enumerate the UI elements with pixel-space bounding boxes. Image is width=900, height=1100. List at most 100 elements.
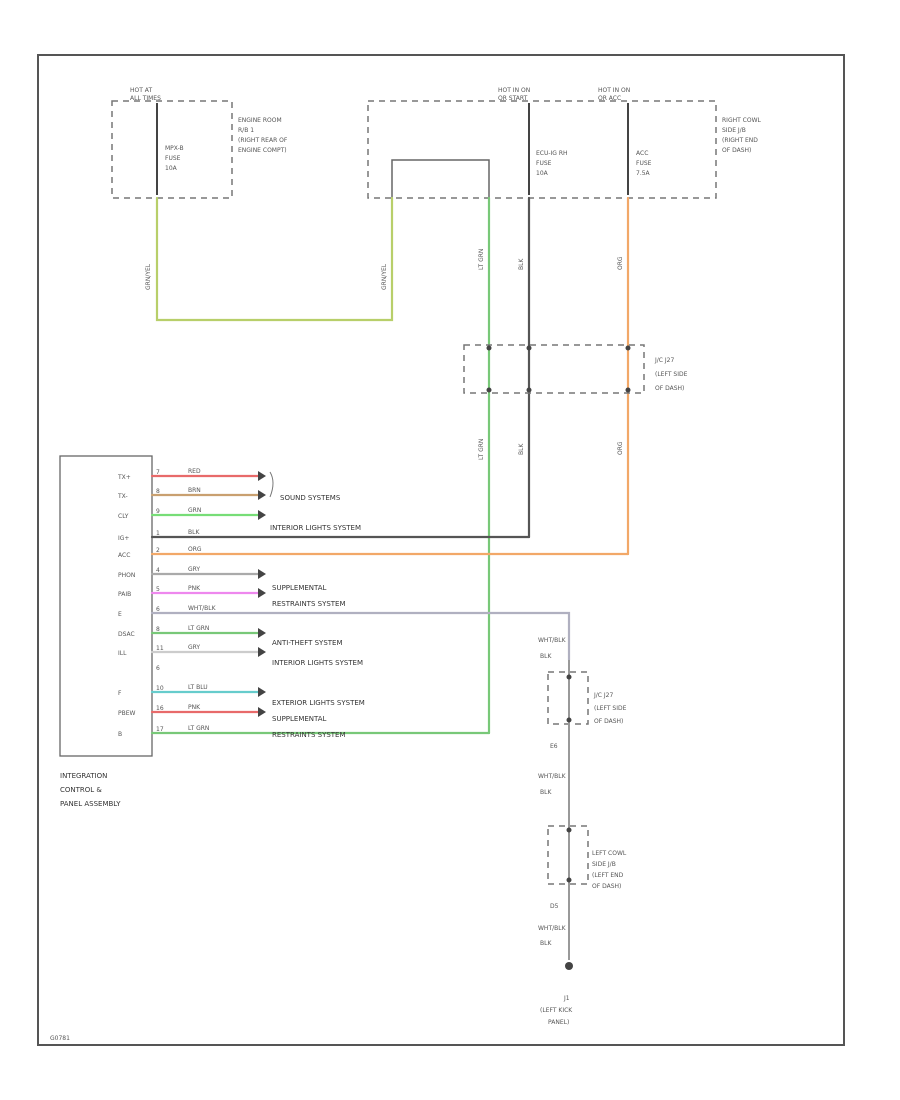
wire-color-label: LT GRN: [188, 625, 209, 632]
module-pin-label: ILL: [118, 650, 127, 657]
wire-color-label: PNK: [188, 704, 201, 711]
module-outline: [59, 455, 153, 757]
arrow-terminal: [258, 490, 266, 500]
wire-color-label: LT BLU: [188, 684, 208, 691]
module-pin-label: F: [118, 690, 122, 697]
module-pin-number: 7: [156, 469, 160, 476]
integration-control-panel-module: TX+7TX-8CLY9IG+1ACC2PHON4PAIB5E6DSAC8ILL…: [59, 455, 164, 808]
module-pin-number: 17: [156, 726, 164, 733]
module-pin-label: PHON: [118, 572, 135, 579]
arrow-terminal: [258, 707, 266, 717]
ground-wire-blk-1: BLK: [540, 653, 552, 660]
arrow-terminal: [258, 647, 266, 657]
module-pin-number: 8: [156, 626, 160, 633]
engine-room-fuse-box: HOT AT ALL TIMES MPX-B FUSE 10A ENGINE R…: [111, 87, 288, 199]
sound-systems-label: SOUND SYSTEMS: [280, 494, 341, 502]
wire-label-gy-1: GRN/YEL: [145, 263, 152, 290]
module-pin-number: 2: [156, 547, 160, 554]
junction-connector-upper: J/C J27 (LEFT SIDE OF DASH): [463, 344, 688, 394]
interior-lights-label-1: INTERIOR LIGHTS SYSTEM: [270, 524, 361, 532]
wire-label-org-1: ORG: [617, 256, 624, 270]
module-name-2: CONTROL &: [60, 786, 102, 794]
mpx-b-fuse-name: MPX-B: [165, 145, 184, 152]
right-cowl-fuse-box: HOT IN ON OR START HOT IN ON OR ACC ECU-…: [367, 87, 762, 199]
ecu-ig-fuse-name: ECU-IG RH: [536, 150, 568, 157]
jc-upper-label-3: OF DASH): [655, 385, 684, 392]
mpx-b-fuse-word: FUSE: [165, 155, 181, 162]
module-pin-number: 6: [156, 665, 160, 672]
right-cowl-location-3: (RIGHT END: [722, 137, 758, 144]
arrow-terminal: [258, 687, 266, 697]
ground-wire-blk-2: BLK: [540, 789, 552, 796]
wire-color-label: BLK: [188, 529, 200, 536]
jc-lower-label-1: J/C J27: [593, 692, 613, 699]
acc-fuse-name: ACC: [636, 150, 648, 157]
arrow-terminal: [258, 628, 266, 638]
jc-upper-label-2: (LEFT SIDE: [655, 371, 688, 378]
module-pin-number: 8: [156, 488, 160, 495]
wire-color-label: BRN: [188, 487, 201, 494]
engine-room-location-4: ENGINE COMPT): [238, 147, 287, 154]
diagram-frame: [37, 54, 845, 1046]
hot-in-on-acc-label-1: HOT IN ON: [598, 87, 630, 94]
sound-bracket: [269, 471, 274, 498]
ground-name-1: J1: [563, 995, 570, 1002]
wire-color-label: RED: [188, 468, 201, 475]
module-pin-label: TX+: [117, 474, 131, 481]
ground-name-2: (LEFT KICK: [540, 1007, 573, 1014]
srs-label-2a: SUPPLEMENTAL: [272, 715, 327, 723]
junction-dot: [625, 387, 631, 393]
engine-room-location-1: ENGINE ROOM: [238, 117, 282, 124]
hot-in-on-start-label-2: OR START: [498, 95, 528, 102]
arrow-terminal: [258, 569, 266, 579]
wire-label-blk-2: BLK: [518, 443, 525, 455]
ground-point-icon: [565, 962, 573, 970]
module-pin-number: 16: [156, 705, 164, 712]
wire-label-org-2: ORG: [617, 441, 624, 455]
right-cowl-fuse-box-outline: [367, 100, 717, 199]
jc-lower-label-3: OF DASH): [594, 718, 623, 725]
engine-room-fuse-box-outline: [111, 100, 233, 199]
anti-theft-label: ANTI-THEFT SYSTEM: [272, 639, 343, 647]
jc-lower-label-2: (LEFT SIDE: [594, 705, 627, 712]
acc-fuse-rating: 7.5A: [636, 170, 651, 177]
right-cowl-location-1: RIGHT COWL: [722, 117, 762, 124]
wire-color-label: ORG: [188, 546, 202, 553]
left-cowl-label-4: OF DASH): [592, 883, 621, 890]
right-cowl-location-2: SIDE J/B: [722, 127, 746, 134]
wire-color-label: PNK: [188, 585, 201, 592]
wire-label-ltgrn-1: LT GRN: [478, 249, 485, 270]
ground-connector-2: D5: [550, 903, 559, 910]
wire-color-label: GRY: [188, 566, 200, 573]
ecu-ig-fuse-word: FUSE: [536, 160, 552, 167]
hot-in-on-start-label-1: HOT IN ON: [498, 87, 530, 94]
module-pin-label: ACC: [118, 552, 130, 559]
junction-dot: [566, 674, 572, 680]
arrow-terminal: [258, 588, 266, 598]
interior-lights-label-2: INTERIOR LIGHTS SYSTEM: [272, 659, 363, 667]
ground-wire-label-3: WHT/BLK: [538, 925, 567, 932]
engine-room-location-3: (RIGHT REAR OF: [238, 137, 288, 144]
arrow-terminal: [258, 471, 266, 481]
module-pin-label: TX-: [117, 493, 128, 500]
right-cowl-location-4: OF DASH): [722, 147, 751, 154]
arrow-terminal: [258, 510, 266, 520]
acc-fuse-word: FUSE: [636, 160, 652, 167]
module-pin-label: IG+: [118, 535, 129, 542]
left-cowl-jb-outline: [547, 825, 589, 885]
srs-label-1b: RESTRAINTS SYSTEM: [272, 600, 346, 608]
module-wires: [150, 474, 630, 735]
module-pin-label: PBEW: [118, 710, 136, 717]
wire-color-label: WHT/BLK: [188, 605, 217, 612]
module-pin-number: 10: [156, 685, 164, 692]
module-name-1: INTEGRATION: [60, 772, 107, 780]
wire-label-gy-2: GRN/YEL: [381, 263, 388, 290]
module-pin-number: 9: [156, 508, 160, 515]
wire-label-ltgrn-2: LT GRN: [478, 439, 485, 460]
ground-name-3: PANEL): [548, 1019, 569, 1026]
junction-dot: [526, 345, 532, 351]
ground-connector-1: E6: [550, 743, 558, 750]
wire-label-blk-1: BLK: [518, 258, 525, 270]
hot-in-on-acc-label-2: OR ACC: [598, 95, 621, 102]
